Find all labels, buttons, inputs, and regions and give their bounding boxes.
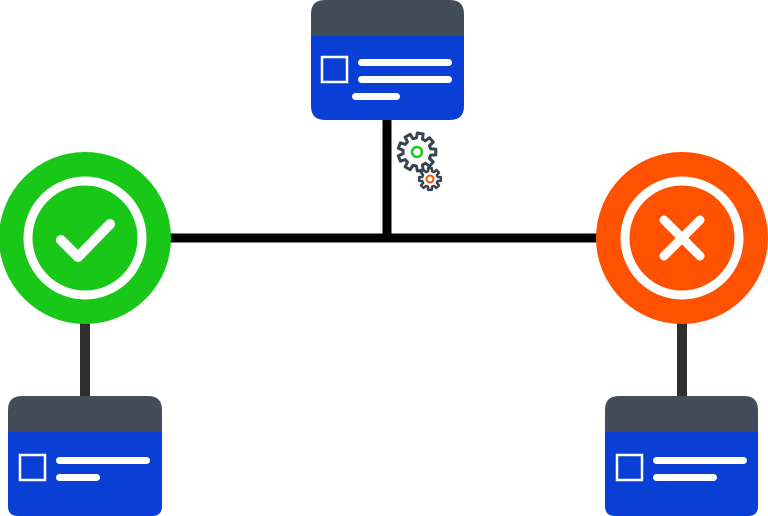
left-window-card (8, 396, 162, 516)
gear-large-hub (410, 145, 424, 159)
x-mark-icon (659, 215, 705, 261)
right-card-line-2 (653, 474, 717, 481)
left-card-checkbox (18, 453, 47, 482)
top-card-line-1 (358, 59, 452, 66)
right-card-line-1 (653, 457, 747, 464)
top-card-line-3 (352, 93, 400, 100)
gear-small-hub (425, 174, 435, 184)
top-card-line-2 (358, 76, 452, 83)
left-card-line-1 (56, 457, 150, 464)
right-window-card (605, 396, 758, 516)
top-window-card (311, 0, 464, 120)
gear-small-icon (417, 166, 443, 192)
checkmark-icon (56, 219, 115, 262)
failure-badge (596, 152, 768, 324)
gear-large-icon (396, 131, 438, 173)
left-card-line-2 (56, 474, 100, 481)
right-card-checkbox (615, 453, 644, 482)
top-card-checkbox (320, 55, 349, 84)
gears-icon (396, 131, 443, 192)
success-badge (0, 152, 171, 324)
